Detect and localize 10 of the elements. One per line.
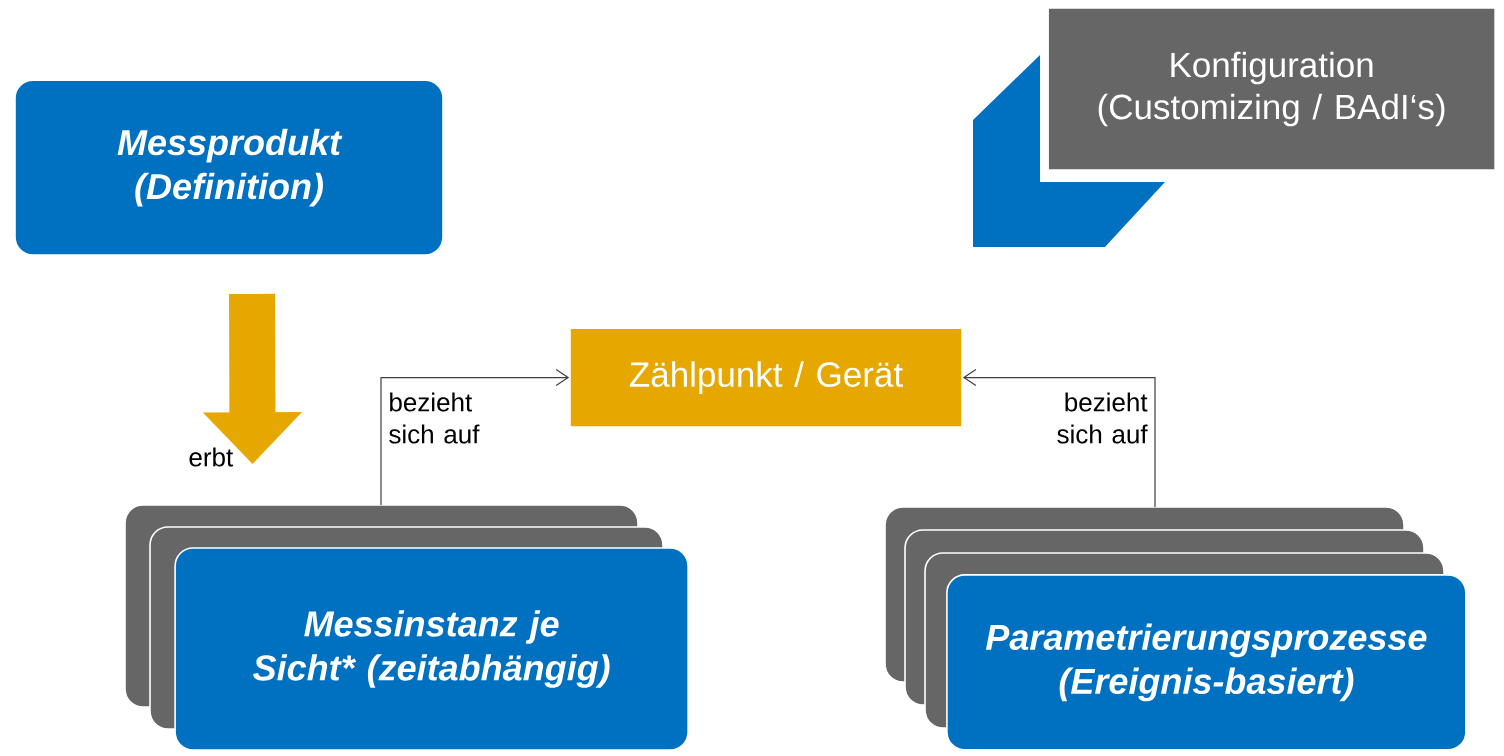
instance-box: Messinstanz je Sicht* (zeitabhängig) (174, 547, 689, 751)
edge-label: bezieht sich auf (1057, 392, 1148, 444)
process-box: Parametrierungsprozesse (Ereignis-basiert) (946, 574, 1467, 751)
configuration-box: Konfiguration (Customizing / BAdI‘s) (973, 7, 1496, 247)
connector-arrow (380, 369, 570, 506)
edge-label: erbt (189, 447, 233, 467)
definition-box: Messprodukt (Definition) (14, 79, 444, 256)
edge-label: bezieht sich auf (389, 392, 480, 444)
process-box: Zählpunkt / Gerät (569, 327, 963, 428)
connector-arrow (962, 369, 1156, 508)
